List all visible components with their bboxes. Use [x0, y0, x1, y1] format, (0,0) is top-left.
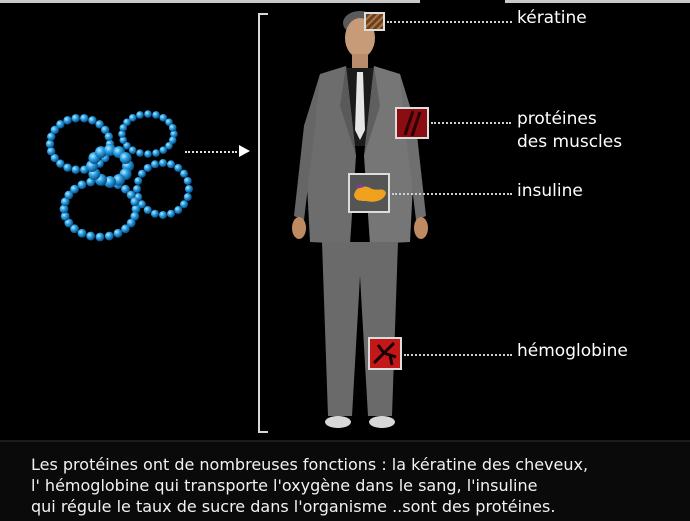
bead: [130, 197, 139, 206]
bead: [152, 111, 160, 119]
muscles-leader: [431, 122, 511, 124]
arrow-line: [185, 151, 237, 153]
pancreas-icon: [348, 173, 390, 213]
bead: [144, 206, 152, 214]
bead: [114, 229, 123, 238]
bead: [180, 200, 188, 208]
bead: [46, 140, 54, 148]
bead: [151, 160, 159, 168]
bead: [138, 170, 146, 178]
bead: [86, 232, 95, 241]
bead: [120, 152, 132, 164]
bead: [174, 164, 182, 172]
top-bar-left: [0, 0, 420, 3]
hair-texture-icon: [364, 12, 385, 31]
bead: [144, 150, 152, 158]
keratine-leader: [387, 21, 512, 23]
bead: [134, 177, 142, 185]
bead: [121, 224, 130, 233]
blood-vessel-icon: [368, 337, 402, 370]
bead: [63, 116, 71, 124]
bead: [63, 163, 71, 171]
bead: [159, 146, 167, 154]
bead: [88, 116, 96, 124]
blood-vessel-shape: [370, 339, 400, 368]
bead: [167, 210, 175, 218]
bead: [70, 185, 79, 194]
bead: [169, 124, 177, 132]
bead: [152, 149, 160, 157]
label-insuline: insuline: [517, 180, 583, 203]
muscle-fiber-icon: [395, 107, 429, 139]
bead: [144, 110, 152, 118]
label-hemoglobine: hémoglobine: [517, 340, 628, 363]
bead: [78, 229, 87, 238]
arrow-head-icon: [239, 145, 250, 157]
muscle-fiber-lines: [397, 109, 427, 137]
label-muscles: protéines des muscles: [517, 108, 622, 154]
bracket: [258, 13, 268, 433]
protein-chain-icon: [38, 104, 198, 249]
bead: [72, 114, 80, 122]
bead: [47, 147, 55, 155]
top-bar-right: [505, 0, 690, 3]
bead: [185, 185, 193, 193]
bead: [105, 232, 114, 241]
caption-area: Les protéines ont de nombreuses fonction…: [0, 440, 690, 521]
bead: [151, 210, 159, 218]
bead: [56, 120, 64, 128]
bead: [180, 170, 188, 178]
bead: [159, 211, 167, 219]
bead: [133, 185, 141, 193]
bead: [129, 114, 137, 122]
bead: [174, 206, 182, 214]
pancreas-shape: [350, 175, 388, 211]
bead: [144, 164, 152, 172]
bead: [72, 166, 80, 174]
insuline-leader: [392, 193, 512, 195]
bead: [184, 177, 192, 185]
hemoglobine-leader: [404, 354, 512, 356]
bead: [167, 160, 175, 168]
bead: [136, 111, 144, 119]
bead: [184, 193, 192, 201]
bead: [159, 159, 167, 167]
bead: [105, 132, 113, 140]
bead: [78, 180, 87, 189]
man-figure: [280, 6, 440, 436]
bead: [136, 149, 144, 157]
caption-text: Les protéines ont de nombreuses fonction…: [31, 454, 690, 520]
label-keratine: kératine: [517, 7, 587, 30]
bead: [96, 233, 105, 242]
bead: [80, 114, 88, 122]
